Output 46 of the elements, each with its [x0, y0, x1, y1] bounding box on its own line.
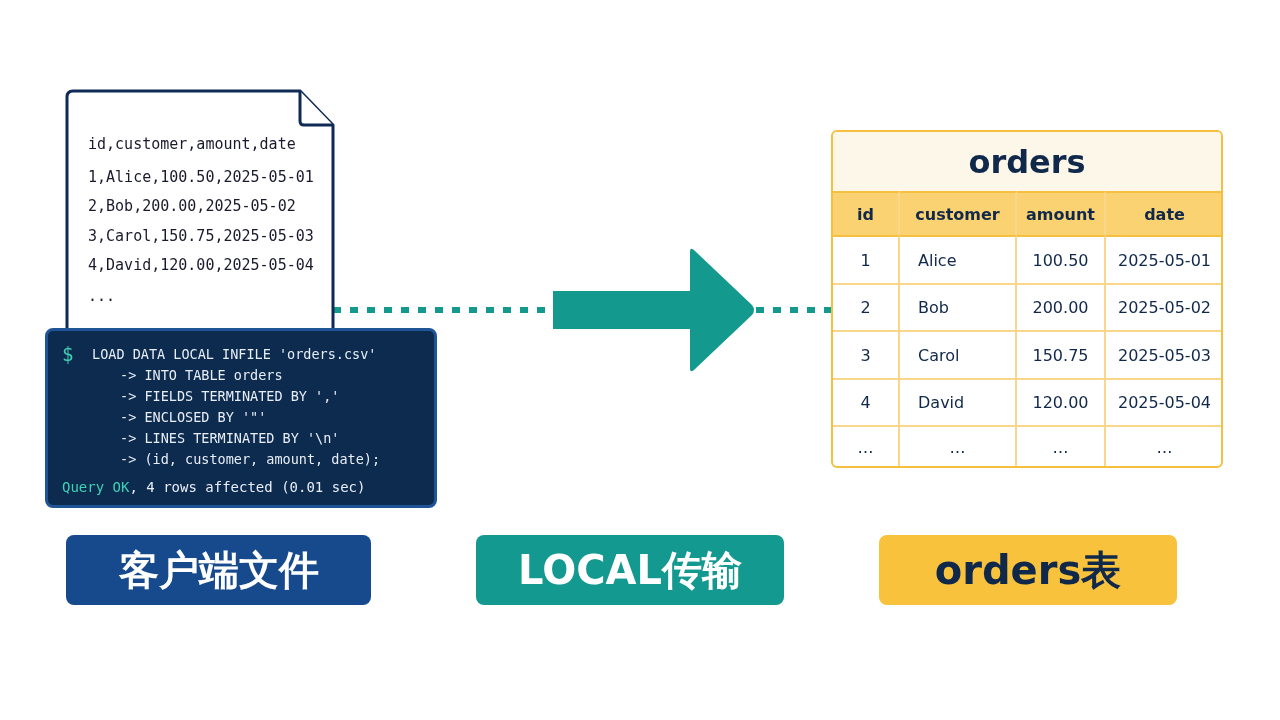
table-cell: …: [1106, 425, 1221, 466]
command-line: -> FIELDS TERMINATED BY ',': [120, 388, 340, 404]
table-cell: 4: [833, 378, 900, 425]
terminal-panel: [45, 328, 437, 508]
table-cell: …: [1017, 425, 1106, 466]
caption-banner: LOCAL传输: [476, 535, 784, 605]
dotted-connector: [756, 307, 831, 313]
table-cell: 2025-05-03: [1106, 330, 1221, 378]
table-cell: 2: [833, 283, 900, 330]
column-header: date: [1106, 191, 1221, 235]
column-header: customer: [900, 191, 1017, 235]
table-cell: 2025-05-04: [1106, 378, 1221, 425]
command-line: -> INTO TABLE orders: [120, 367, 283, 383]
table-title: orders: [833, 132, 1221, 192]
table-cell: 2025-05-02: [1106, 283, 1221, 330]
prompt-symbol: $: [62, 343, 74, 365]
table-cell: Bob: [900, 283, 1017, 330]
csv-header: id,customer,amount,date: [88, 135, 296, 153]
csv-line: 1,Alice,100.50,2025-05-01: [88, 168, 314, 186]
table-cell: 200.00: [1017, 283, 1106, 330]
table-cell: David: [900, 378, 1017, 425]
table-cell: 150.75: [1017, 330, 1106, 378]
csv-line: 4,David,120.00,2025-05-04: [88, 256, 314, 274]
caption-banner: 客户端文件: [66, 535, 371, 605]
csv-line: 2,Bob,200.00,2025-05-02: [88, 197, 296, 215]
table-cell: 1: [833, 235, 900, 283]
table-cell: Carol: [900, 330, 1017, 378]
table-cell: 100.50: [1017, 235, 1106, 283]
table-cell: …: [833, 425, 900, 466]
table-cell: 120.00: [1017, 378, 1106, 425]
command-line: LOAD DATA LOCAL INFILE 'orders.csv': [92, 346, 377, 362]
command-line: -> (id, customer, amount, date);: [120, 451, 381, 467]
status-line: Query OK, 4 rows affected (0.01 sec): [62, 479, 366, 495]
column-header: id: [833, 191, 900, 235]
table-cell: 2025-05-01: [1106, 235, 1221, 283]
table-card: [831, 130, 1223, 468]
column-header: amount: [1017, 191, 1106, 235]
csv-line: 3,Carol,150.75,2025-05-03: [88, 227, 314, 245]
table-cell: 3: [833, 330, 900, 378]
command-line: -> ENCLOSED BY '"': [120, 409, 267, 425]
table-cell: Alice: [900, 235, 1017, 283]
csv-line: ...: [88, 287, 116, 305]
command-line: -> LINES TERMINATED BY '\n': [120, 430, 340, 446]
caption-banner: orders表: [879, 535, 1177, 605]
block-arrow-icon: [553, 248, 754, 372]
table-cell: …: [900, 425, 1017, 466]
